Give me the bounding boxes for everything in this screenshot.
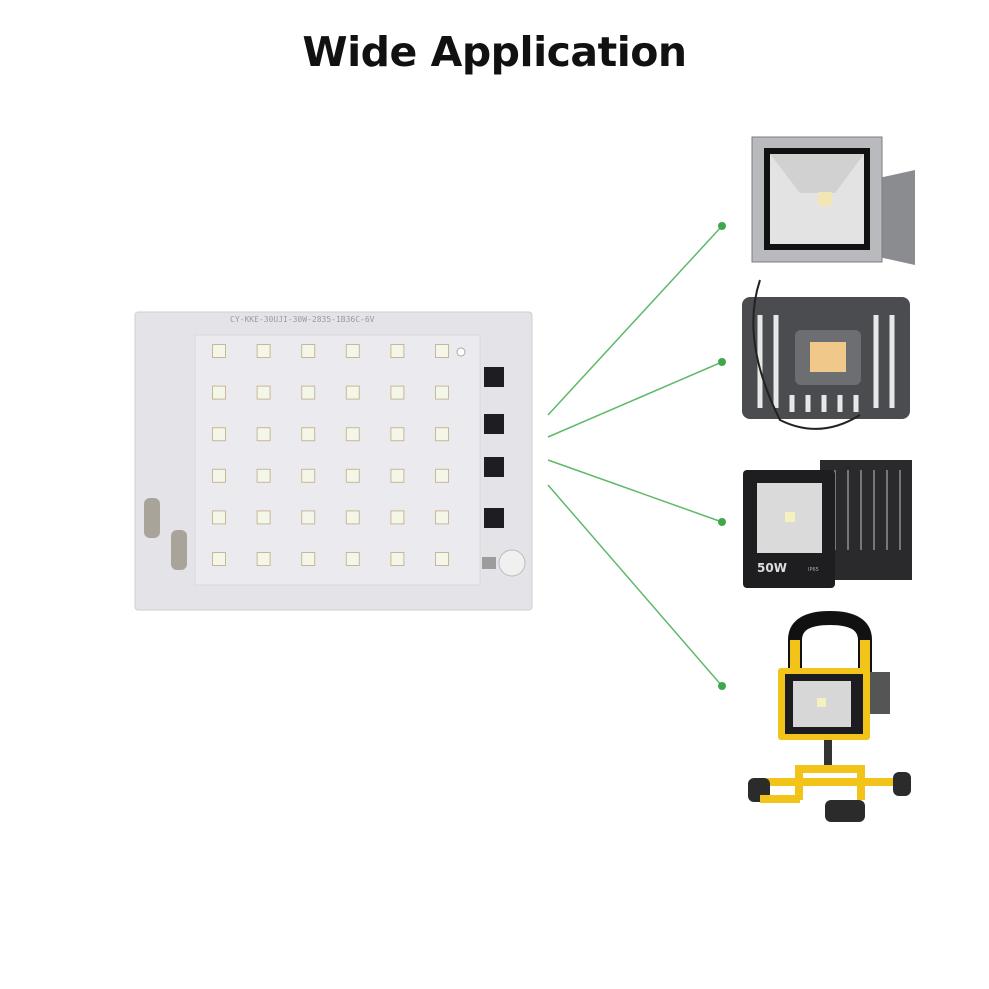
- led-chip: [346, 553, 359, 565]
- led-chip: [302, 386, 315, 399]
- ic-chips: [484, 367, 504, 528]
- floodlight-grey-image: [742, 279, 910, 430]
- connector-lines: [547, 222, 726, 690]
- led-chip: [391, 553, 404, 565]
- led-chip: [436, 469, 448, 482]
- led-chip: [436, 386, 448, 399]
- led-chip: [213, 553, 225, 565]
- led-chip: [391, 511, 404, 524]
- led-chip: [213, 428, 225, 441]
- led-chip: [436, 428, 448, 441]
- led-chip: [213, 345, 225, 357]
- led-chip: [302, 553, 315, 565]
- led-chip: [213, 469, 225, 482]
- led-chip: [391, 428, 404, 441]
- led-chip: [302, 469, 315, 482]
- led-chip: [346, 428, 359, 441]
- portable-work-light-image: [748, 610, 911, 822]
- page-title: Wide Application: [302, 28, 687, 76]
- pcb-silkscreen: CY-KKE-30UJI-30W-2835-1B36C-6V: [230, 315, 375, 324]
- led-chip: [257, 511, 270, 524]
- lamp-rating-label: IP65: [808, 567, 819, 573]
- capacitor: [498, 549, 526, 577]
- led-chip: [391, 469, 404, 482]
- led-chip: [436, 511, 448, 524]
- floodlight-silver-image: [751, 136, 915, 265]
- led-chip: [257, 553, 270, 565]
- led-chip: [257, 345, 270, 357]
- led-chip: [302, 428, 315, 441]
- led-chip: [302, 511, 315, 524]
- led-chip: [436, 345, 448, 357]
- led-chip: [346, 469, 359, 482]
- floodlight-black-image: 50W IP65: [743, 460, 912, 588]
- led-chip: [257, 469, 270, 482]
- resistors: [144, 498, 187, 570]
- led-chip: [391, 386, 404, 399]
- led-chip: [213, 386, 225, 399]
- led-chip: [436, 553, 448, 565]
- led-chip: [391, 345, 404, 357]
- led-chip: [213, 511, 225, 524]
- led-chip: [257, 428, 270, 441]
- led-pcb-board: CY-KKE-30UJI-30W-2835-1B36C-6V: [134, 311, 533, 611]
- led-chip: [346, 345, 359, 357]
- lamp-wattage-label: 50W: [757, 561, 787, 575]
- led-chip: [346, 511, 359, 524]
- led-chip: [346, 386, 359, 399]
- led-chip: [257, 386, 270, 399]
- led-chip: [302, 345, 315, 357]
